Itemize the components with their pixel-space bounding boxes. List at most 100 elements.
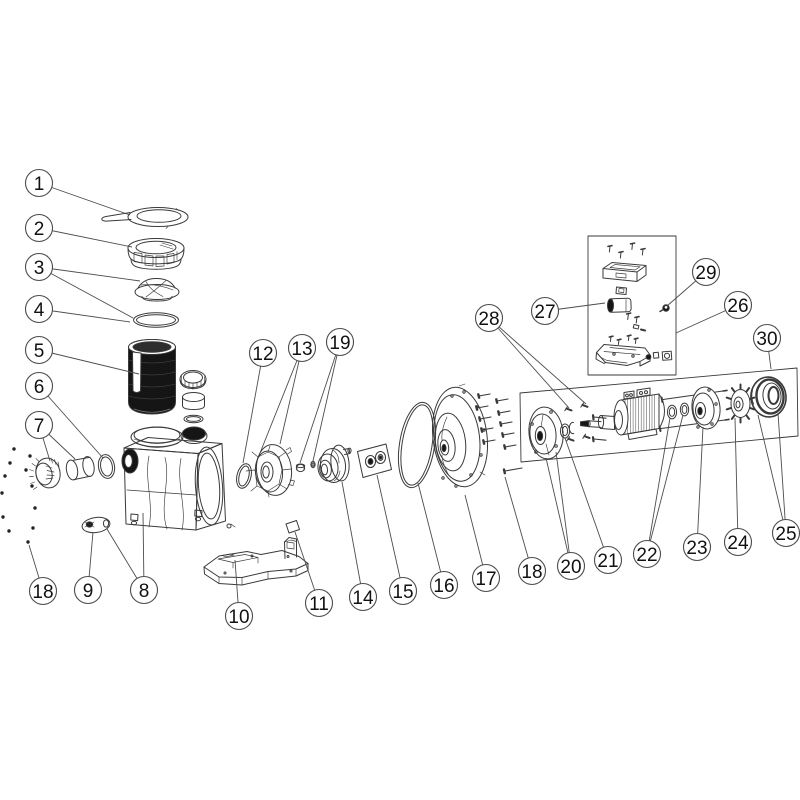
callout-circle — [129, 575, 159, 605]
leader-line — [646, 417, 671, 555]
leader-line — [279, 347, 303, 445]
screw-set-left — [0, 447, 37, 544]
callout-circle — [24, 252, 54, 282]
callout-label: 27 — [534, 302, 555, 323]
impeller-nut — [295, 463, 306, 473]
callout-circle — [24, 168, 54, 198]
callout-circle — [28, 576, 58, 606]
leader-line — [488, 317, 570, 409]
tank-cap — [180, 426, 208, 444]
callout-circle — [24, 410, 54, 440]
callout-label: 14 — [352, 588, 374, 609]
callout-circle — [474, 303, 504, 333]
callout-13: 13 — [259, 333, 317, 454]
callout-14: 14 — [341, 481, 378, 612]
callout-label: 20 — [560, 557, 581, 578]
callout-label: 4 — [34, 300, 45, 321]
callout-label: 16 — [433, 576, 454, 597]
callout-circle — [24, 371, 54, 401]
callout-7: 7 — [24, 410, 76, 462]
callout-9: 9 — [73, 531, 103, 605]
drain-plug — [81, 516, 111, 534]
cable-gland-nut — [659, 304, 670, 313]
base-plate — [203, 520, 309, 586]
callout-4: 4 — [24, 294, 131, 324]
leader-line — [38, 182, 131, 216]
callout-circle — [429, 570, 459, 600]
callout-label: 21 — [597, 551, 618, 572]
callout-19: 19 — [299, 327, 355, 464]
callout-label: 2 — [34, 219, 45, 240]
leader-line — [38, 266, 134, 319]
callout-circle — [593, 545, 623, 575]
callout-27: 27 — [530, 296, 606, 326]
callout-label: 3 — [34, 258, 45, 279]
callout-30: 30 — [752, 323, 782, 370]
seal-plate — [432, 383, 488, 488]
bearing-washers — [666, 402, 690, 420]
flange-screws — [564, 402, 607, 443]
callout-10: 10 — [224, 559, 254, 631]
callout-circle — [752, 323, 782, 353]
callout-label: 22 — [636, 545, 657, 566]
shaft-pin-washer — [310, 460, 316, 469]
union-nipple — [65, 456, 95, 481]
callout-21: 21 — [564, 437, 623, 575]
port-o-ring — [97, 454, 116, 479]
terminal-box-cover — [602, 262, 647, 282]
callout-circle — [224, 601, 254, 631]
callout-circle — [471, 563, 501, 593]
pump-tank-body — [121, 426, 236, 531]
leader-line — [299, 341, 341, 464]
callout-circle — [723, 527, 753, 557]
callout-circle — [691, 257, 721, 287]
callout-12: 12 — [242, 338, 278, 464]
callout-8: 8 — [106, 512, 159, 605]
callout-label: 23 — [686, 538, 707, 559]
callout-label: 11 — [309, 594, 329, 615]
callout-label: 19 — [329, 333, 350, 354]
cable-clip — [285, 520, 300, 534]
callout-circle — [24, 213, 54, 243]
callout-18-mid: 18 — [504, 476, 547, 586]
callout-circle — [723, 290, 753, 320]
callout-circle — [348, 582, 378, 612]
callout-label: 1 — [34, 174, 45, 195]
callout-circle — [287, 333, 317, 363]
lock-ring — [127, 238, 185, 270]
callout-24: 24 — [723, 417, 753, 557]
lid-cover — [101, 207, 189, 229]
callout-18-left: 18 — [28, 544, 58, 606]
leader-line — [312, 341, 341, 462]
callout-label: 28 — [478, 309, 499, 330]
callout-16: 16 — [417, 482, 459, 600]
capacitor — [607, 297, 632, 313]
fan-cover — [750, 376, 787, 418]
callout-circle — [530, 296, 560, 326]
callout-label: 24 — [727, 533, 749, 554]
callout-29: 29 — [666, 257, 721, 307]
callout-label: 17 — [475, 569, 496, 590]
callout-label: 25 — [775, 524, 796, 545]
leader-line — [777, 412, 787, 534]
diffuser — [245, 444, 295, 498]
callout-circle — [682, 532, 712, 562]
strainer-cover — [134, 277, 180, 302]
leader-line — [341, 481, 364, 598]
callout-1: 1 — [24, 168, 131, 216]
callout-circle — [325, 327, 355, 357]
motor-assembly-outline — [519, 367, 799, 463]
callout-23: 23 — [682, 426, 712, 562]
callout-label: 5 — [34, 341, 45, 362]
fan — [725, 383, 756, 424]
callout-5: 5 — [24, 335, 140, 375]
callout-26: 26 — [675, 290, 753, 334]
basket-cap — [179, 370, 207, 390]
callout-22: 22 — [632, 414, 684, 569]
callout-17: 17 — [464, 494, 501, 593]
screw-set-mid — [475, 393, 523, 475]
impeller — [317, 444, 352, 483]
leader-line — [734, 417, 739, 543]
mechanical-seal-kit — [357, 443, 392, 478]
